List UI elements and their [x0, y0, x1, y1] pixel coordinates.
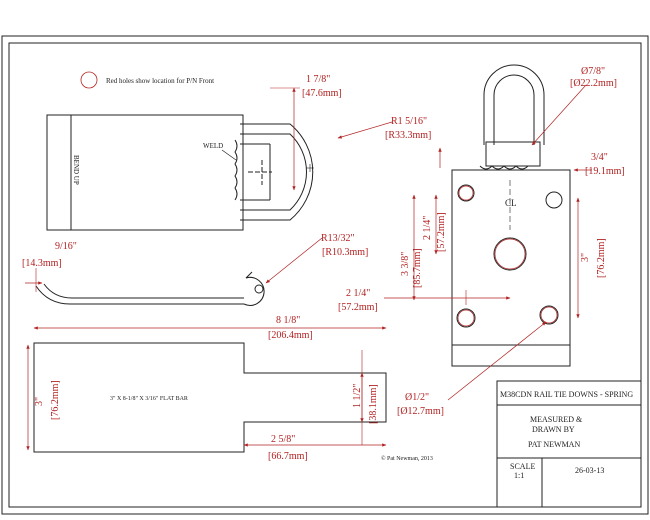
dim-dia-12-7mm: [Ø12.7mm]: [397, 406, 444, 417]
top-left-view: [46, 114, 314, 231]
flat-bar-outline: [33, 342, 387, 453]
drawing-title: M38CDN RAIL TIE DOWNS - SPRING: [500, 390, 633, 399]
dim-r33-3mm: [R33.3mm]: [385, 130, 431, 141]
dim-206-4mm: [206.4mm]: [268, 330, 313, 341]
dim-3-4: 3/4": [591, 152, 608, 163]
dim-2-5-8: 2 5/8": [271, 434, 295, 445]
copyright: © Pat Newman, 2013: [381, 455, 433, 462]
dim-57-2mm-horiz: [57.2mm]: [338, 302, 378, 313]
dim-85-7mm: [85.7mm]: [412, 248, 423, 288]
dim-19-1mm: [19.1mm]: [585, 166, 625, 177]
dim-3in-right: 3": [580, 253, 591, 262]
dim-9-16: 9/16": [55, 241, 77, 252]
side-view-strap: [35, 271, 265, 306]
dim-r10-3mm: [R10.3mm]: [322, 247, 368, 258]
outer-border: [1, 35, 649, 515]
inner-border: [8, 42, 642, 508]
dim-dia-7-8: Ø7/8": [581, 66, 605, 77]
flat-bar-label: 3" X 8-1/8" X 3/16" FLAT BAR: [110, 396, 188, 402]
dim-2-1-4-vert: 2 1/4": [422, 216, 433, 240]
dim-47-6mm: [47.6mm]: [302, 88, 342, 99]
red-hole-bottom-left: [457, 309, 475, 327]
legend-red-hole-icon: [80, 71, 98, 89]
dim-57-2mm-vert: [57.2mm]: [436, 212, 447, 252]
centerline-label: CL: [505, 198, 517, 208]
bend-up-label: BEND UP: [72, 155, 80, 185]
author-name: PAT NEWMAN: [528, 440, 580, 449]
measured-line-2: DRAWN BY: [532, 425, 575, 434]
dim-66-7mm: [66.7mm]: [268, 451, 308, 462]
dim-dia-22-2mm: [Ø22.2mm]: [570, 78, 617, 89]
dim-8-1-8: 8 1/8": [276, 315, 300, 326]
red-hole-top-left: [458, 185, 474, 201]
legend-note: Red holes show location for P/N Front: [106, 77, 214, 85]
dim-14-3mm: [14.3mm]: [22, 258, 62, 269]
scale-value: 1:1: [514, 471, 524, 480]
dim-1-1-2: 1 1/2": [352, 384, 363, 408]
dim-dia-1-2: Ø1/2": [405, 392, 429, 403]
dim-r13-32: R13/32": [321, 233, 355, 244]
dim-76-2mm-right: [76.2mm]: [596, 238, 607, 278]
dim-3-3-8: 3 3/8": [400, 252, 411, 276]
dim-76-2mm-left: [76.2mm]: [50, 380, 61, 420]
dim-2-1-4-horiz: 2 1/4": [346, 288, 370, 299]
title-block: [496, 380, 642, 508]
dim-1-7-8: 1 7/8": [306, 74, 330, 85]
dim-38-1mm: [38.1mm]: [368, 384, 379, 424]
weld-label: WELD: [203, 142, 223, 150]
red-hole-bottom-right: [540, 306, 558, 324]
scale-label: SCALE: [510, 462, 535, 471]
measured-line-1: MEASURED &: [530, 415, 583, 424]
red-hole-center: [494, 238, 526, 270]
drawing-date: 26-03-13: [575, 466, 604, 475]
right-view: [451, 64, 571, 367]
dim-r1-5-16: R1 5/16": [391, 116, 427, 127]
dim-3in-left: 3": [34, 397, 45, 406]
